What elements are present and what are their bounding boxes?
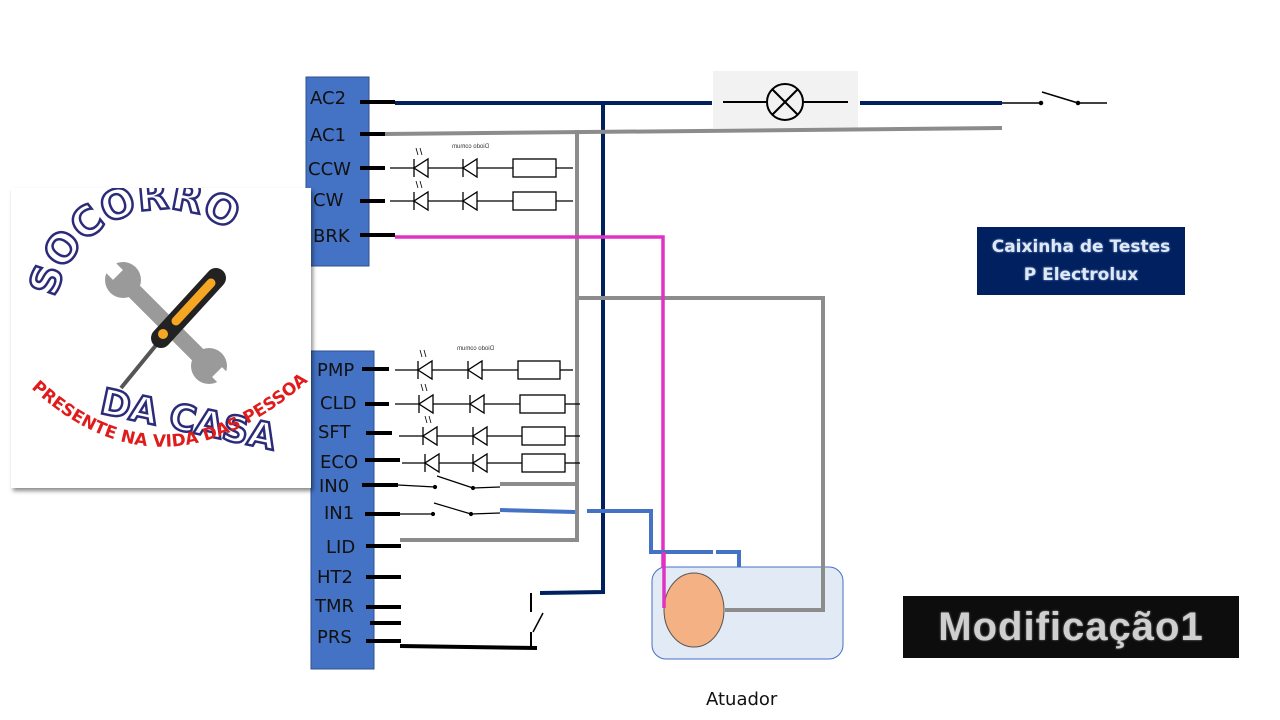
light-emission-icon xyxy=(424,415,432,424)
led-icon xyxy=(416,359,433,381)
pin-label: PMP xyxy=(317,360,354,381)
led-diode-resistor-branch: Diodo comum xyxy=(390,144,573,179)
pin-label: AC1 xyxy=(310,125,346,146)
resistor-icon xyxy=(521,453,566,473)
in0-switch xyxy=(397,475,501,491)
main-switch xyxy=(1002,91,1107,106)
diode-icon xyxy=(461,157,478,179)
pin-label: TMR xyxy=(314,596,354,617)
led-diode-resistor-branch xyxy=(395,383,580,415)
lamp-background xyxy=(713,71,858,128)
led-diode-resistor-branch xyxy=(402,452,580,474)
pin-label: HT2 xyxy=(317,567,353,588)
led-icon xyxy=(423,452,440,474)
pin-label: AC2 xyxy=(310,88,346,109)
pin-label: ECO xyxy=(320,452,358,473)
diode-icon xyxy=(466,359,483,381)
logo: SOCORRO DA CASA PRESENTE NA VIDA DAS PES… xyxy=(11,188,311,488)
led-icon xyxy=(421,425,438,447)
led-diode-resistor-branch xyxy=(399,415,580,447)
connector-top xyxy=(305,76,370,267)
title-line-1: Caixinha de Testes xyxy=(991,237,1171,257)
modification-label: Modificação1 xyxy=(903,596,1239,658)
light-emission-icon xyxy=(419,349,427,358)
pin-label: LID xyxy=(326,537,355,558)
pin-label: CW xyxy=(313,190,344,211)
pin-label: CCW xyxy=(308,159,351,180)
top-pin-labels: AC2 AC1 CCW CW BRK xyxy=(308,88,351,247)
resistor-icon xyxy=(512,158,557,178)
brk-wire xyxy=(395,235,665,610)
pin-label: IN1 xyxy=(324,503,354,524)
pin-label: SFT xyxy=(318,422,351,443)
diode-icon xyxy=(471,425,488,447)
diode-label: Diodo comum xyxy=(452,144,489,150)
title-box: Caixinha de Testes P Electrolux xyxy=(977,227,1185,295)
light-emission-icon xyxy=(415,180,423,189)
prs-wire xyxy=(399,593,544,650)
pin-label: BRK xyxy=(313,226,351,247)
top-pin-stubs xyxy=(360,100,395,237)
light-emission-icon xyxy=(420,383,428,392)
led-diode-resistor-branch: Diodo comum xyxy=(395,346,573,381)
connector-bottom xyxy=(310,350,375,670)
diode-icon xyxy=(471,452,488,474)
title-line-2: P Electrolux xyxy=(1023,265,1139,285)
actuator-label: Atuador xyxy=(706,689,778,710)
pin-label: PRS xyxy=(317,627,352,648)
led-diode-resistor-branch xyxy=(390,180,573,212)
led-icon xyxy=(412,190,429,212)
resistor-icon xyxy=(519,394,566,414)
led-icon xyxy=(412,157,429,179)
pin-label: IN0 xyxy=(319,476,349,497)
bottom-pin-stubs xyxy=(362,367,401,643)
bottom-pin-labels: PMP CLD SFT ECO IN0 IN1 LID HT2 TMR PRS xyxy=(314,360,358,648)
diode-label: Diodo comum xyxy=(457,346,494,352)
lamp-icon xyxy=(723,83,848,121)
diode-icon xyxy=(468,393,485,415)
resistor-icon xyxy=(521,426,566,446)
resistor-icon xyxy=(512,191,557,211)
light-emission-icon xyxy=(415,147,423,156)
pin-label: CLD xyxy=(320,393,356,414)
in1-switch xyxy=(400,502,501,517)
actuator-motor xyxy=(663,572,725,648)
wrench-screwdriver-icon: SOCORRO DA CASA PRESENTE NA VIDA DAS PES… xyxy=(11,188,311,460)
led-icon xyxy=(417,393,434,415)
ac2-wire xyxy=(395,101,1002,595)
screwdriver-icon xyxy=(119,268,226,390)
resistor-icon xyxy=(517,360,561,380)
diode-icon xyxy=(461,190,478,212)
